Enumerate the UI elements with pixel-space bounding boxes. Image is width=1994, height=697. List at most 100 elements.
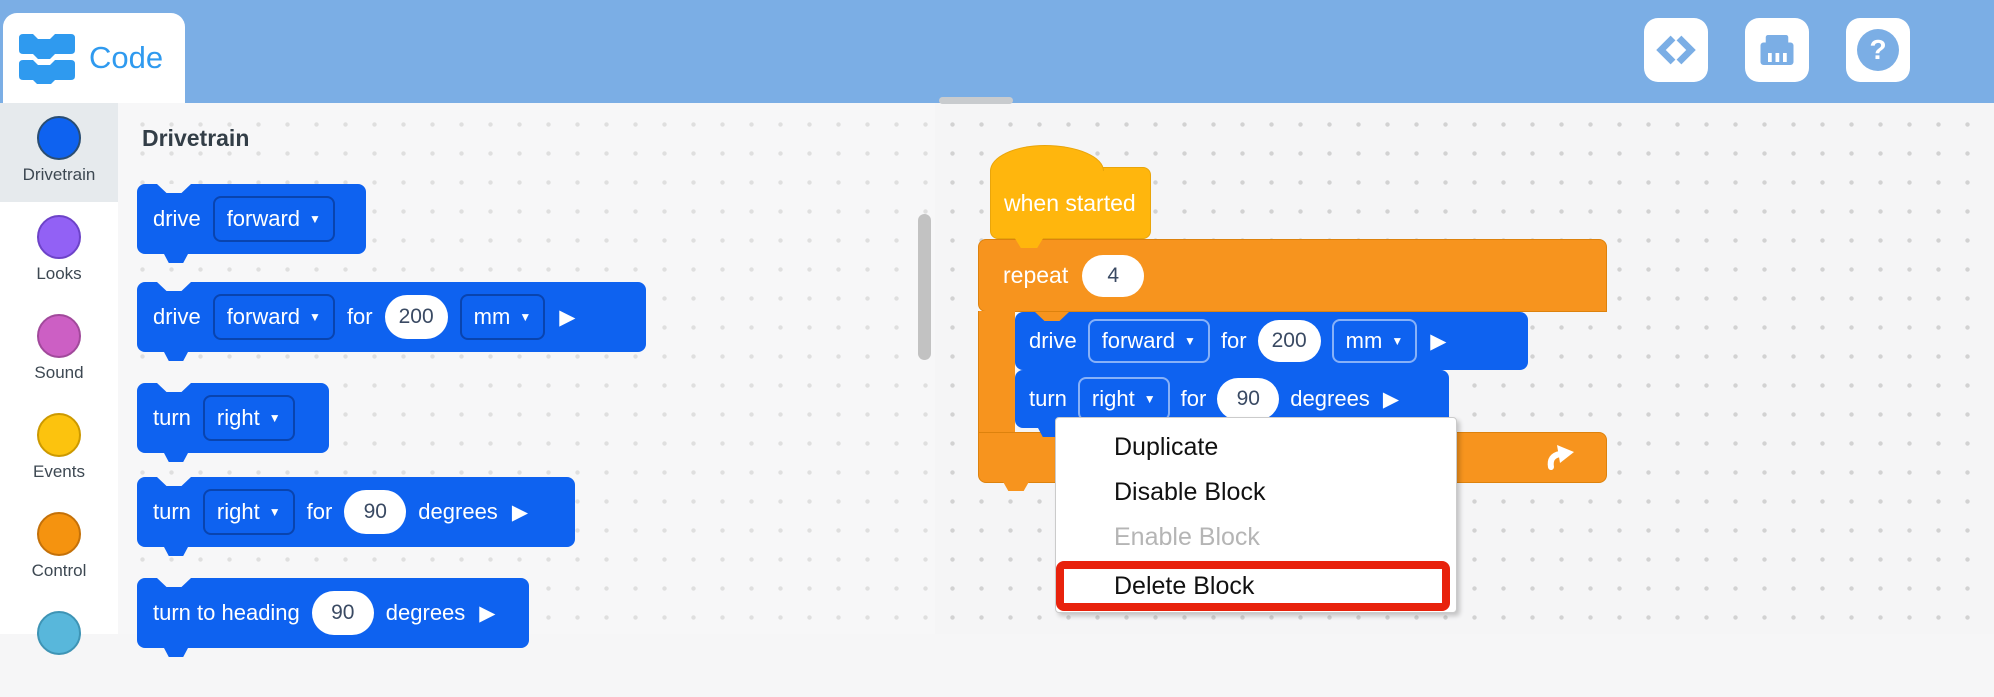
category-label: Drivetrain: [22, 165, 96, 184]
palette-block-turn-to-heading[interactable]: turn to heading 90 degrees ▶: [137, 578, 529, 648]
palette-block-turn-for[interactable]: turn right ▼ for 90 degrees ▶: [137, 477, 575, 547]
direction-dropdown[interactable]: right ▼: [1077, 377, 1170, 421]
block-text: drive: [153, 206, 201, 231]
repeat-block-left-arm[interactable]: [978, 311, 1015, 433]
menu-item-label: Duplicate: [1114, 433, 1219, 461]
sidebar-item-drivetrain[interactable]: Drivetrain: [0, 103, 118, 202]
sidebar-item-looks[interactable]: Looks: [0, 202, 118, 301]
distance-input[interactable]: 200: [384, 295, 448, 339]
canvas-drive-block[interactable]: drive forward ▼ for 200 mm ▼ ▶: [1015, 312, 1528, 370]
repeat-block[interactable]: repeat 4: [978, 239, 1607, 312]
category-label: Control: [31, 561, 87, 580]
dropdown-value: right: [216, 499, 260, 524]
dropdown-value: mm: [1345, 328, 1383, 353]
menu-item-label: Delete Block: [1114, 571, 1255, 600]
sensing-category-icon: [37, 611, 81, 655]
dropdown-value: forward: [226, 206, 301, 231]
menu-item-enable-block: Enable Block: [1056, 515, 1456, 560]
sidebar-item-control[interactable]: Control: [0, 499, 118, 598]
block-text: drive: [1029, 328, 1077, 353]
run-block-icon[interactable]: ▶: [479, 601, 496, 625]
tab-code[interactable]: Code: [3, 13, 185, 103]
dropdown-value: forward: [1101, 328, 1176, 353]
block-text: degrees: [1290, 386, 1370, 411]
dropdown-value: mm: [473, 304, 511, 329]
question-glyph: ?: [1869, 34, 1887, 65]
dropdown-value: forward: [226, 304, 301, 329]
blocks-icon: [19, 34, 75, 84]
caret-down-icon: ▼: [1143, 392, 1156, 406]
category-label: Events: [33, 462, 85, 481]
block-text: degrees: [418, 499, 498, 524]
run-block-icon[interactable]: ▶: [1430, 329, 1447, 353]
top-bar: Code ?: [0, 0, 1994, 103]
events-category-icon: [37, 413, 81, 457]
block-text: drive: [153, 304, 201, 329]
repeat-connector-tab: [1003, 482, 1029, 491]
repeat-loop-arrow-icon: [1547, 444, 1574, 470]
direction-dropdown[interactable]: right ▼: [202, 395, 295, 441]
menu-item-label: Enable Block: [1114, 523, 1260, 551]
block-text: turn: [1029, 386, 1067, 411]
sidebar-item-events[interactable]: Events: [0, 400, 118, 499]
when-started-block[interactable]: when started: [990, 145, 1151, 239]
palette-scrollbar[interactable]: [918, 214, 931, 360]
palette-title: Drivetrain: [142, 125, 250, 151]
heading-input[interactable]: 90: [311, 591, 374, 635]
run-block-icon[interactable]: ▶: [559, 305, 576, 329]
menu-item-disable-block[interactable]: Disable Block: [1056, 470, 1456, 515]
control-category-icon: [37, 512, 81, 556]
palette-block-drive[interactable]: drive forward ▼: [137, 184, 366, 254]
distance-input[interactable]: 200: [1257, 320, 1321, 362]
repeat-count-input[interactable]: 4: [1082, 254, 1145, 297]
block-text: turn: [153, 499, 191, 524]
run-block-icon[interactable]: ▶: [1382, 387, 1399, 411]
code-brackets-icon: [1656, 35, 1696, 65]
angle-input[interactable]: 90: [344, 490, 407, 534]
direction-dropdown[interactable]: forward ▼: [212, 196, 335, 242]
question-icon: ?: [1857, 29, 1899, 71]
block-palette: Drivetrain drive forward ▼ drive forward…: [118, 103, 935, 648]
block-text: repeat: [1003, 262, 1069, 288]
category-label: Sound: [34, 363, 84, 382]
menu-item-delete-block[interactable]: Delete Block: [1056, 561, 1450, 611]
caret-down-icon: ▼: [1391, 334, 1404, 348]
hat-connector-tab: [1014, 238, 1044, 248]
canvas-horizontal-scrollbar[interactable]: [939, 97, 1013, 104]
block-text: for: [1180, 386, 1207, 411]
dropdown-value: right: [216, 405, 260, 430]
block-text: turn: [153, 405, 191, 430]
angle-input[interactable]: 90: [1217, 378, 1280, 420]
category-sidebar: Drivetrain Looks Sound Events Control: [0, 103, 118, 655]
caret-down-icon: ▼: [519, 310, 532, 324]
unit-dropdown[interactable]: mm ▼: [459, 294, 546, 340]
caret-down-icon: ▼: [268, 411, 281, 425]
turn-connector-tab: [1038, 428, 1062, 437]
category-label: Looks: [36, 264, 82, 283]
block-text: for: [1220, 328, 1247, 353]
sidebar-item-sound[interactable]: Sound: [0, 301, 118, 400]
direction-dropdown[interactable]: forward ▼: [212, 294, 335, 340]
caret-down-icon: ▼: [268, 505, 281, 519]
menu-item-duplicate[interactable]: Duplicate: [1056, 425, 1456, 470]
looks-category-icon: [37, 215, 81, 259]
palette-block-drive-for[interactable]: drive forward ▼ for 200 mm ▼ ▶: [137, 282, 646, 352]
block-text: for: [346, 304, 373, 329]
dropdown-value: right: [1091, 386, 1135, 411]
help-button[interactable]: ?: [1846, 18, 1910, 82]
sidebar-item-sensing[interactable]: [0, 598, 118, 697]
block-text: when started: [1004, 189, 1136, 216]
block-text: for: [306, 499, 333, 524]
block-text: turn to heading: [153, 600, 300, 625]
menu-item-label: Disable Block: [1114, 478, 1266, 506]
run-block-icon[interactable]: ▶: [511, 500, 528, 524]
direction-dropdown[interactable]: right ▼: [202, 489, 295, 535]
tab-code-label: Code: [89, 40, 164, 75]
palette-block-turn[interactable]: turn right ▼: [137, 383, 329, 453]
drivetrain-category-icon: [37, 116, 81, 160]
direction-dropdown[interactable]: forward ▼: [1087, 319, 1210, 363]
block-text: degrees: [385, 600, 466, 625]
device-button[interactable]: [1745, 18, 1809, 82]
unit-dropdown[interactable]: mm ▼: [1331, 319, 1418, 363]
code-view-button[interactable]: [1644, 18, 1708, 82]
